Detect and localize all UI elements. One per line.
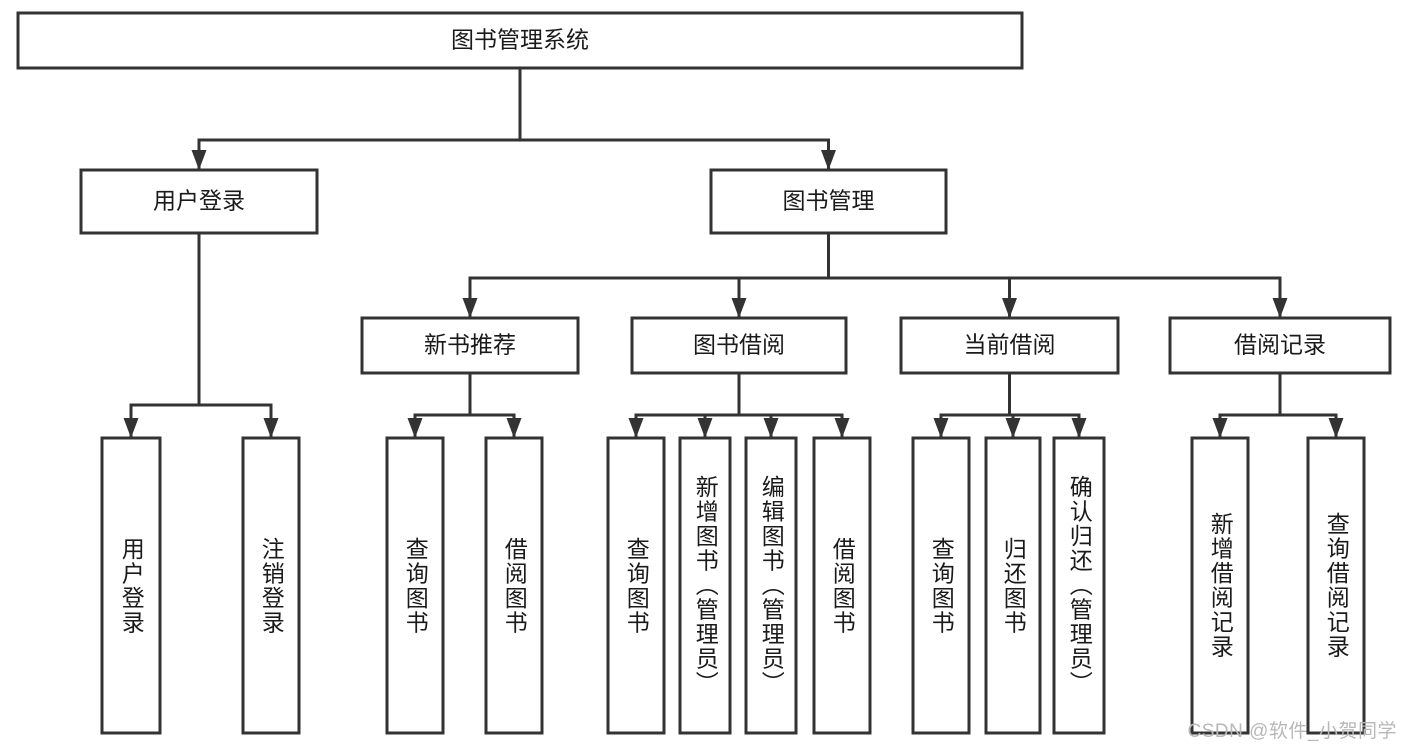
node-label-book-manage: 图书管理 (783, 188, 875, 214)
arrow-head-book-manage-to-new-book-rec (462, 298, 478, 318)
node-box-current-borrow[interactable] (899, 316, 1120, 375)
arrow-head-book-manage-to-current-borrow (1002, 298, 1017, 318)
watermark-text: CSDN @软件_小贺同学 (1187, 721, 1397, 742)
node-box-leaf-return-book[interactable] (984, 436, 1042, 735)
node-label-root: 图书管理系统 (451, 27, 589, 53)
arrow-head-borrow-record-to-leaf-query-record (1328, 418, 1344, 438)
arrow-head-book-borrow-to-leaf-edit-book (763, 418, 779, 438)
node-box-layer (16, 11, 1392, 735)
node-box-new-book-rec[interactable] (360, 316, 580, 375)
node-box-book-borrow[interactable] (630, 316, 848, 375)
arrow-head-user-login-to-leaf-user-login (123, 418, 139, 438)
node-label-user-login: 用户登录 (153, 188, 245, 214)
node-box-leaf-query-record[interactable] (1306, 436, 1366, 735)
node-box-leaf-add-book[interactable] (678, 436, 732, 735)
arrow-head-book-borrow-to-leaf-add-book (697, 418, 713, 438)
arrow-head-book-borrow-to-leaf-borrow-book-2 (834, 418, 850, 438)
arrow-head-current-borrow-to-leaf-confirm-return (1071, 418, 1087, 438)
arrow-head-user-login-to-leaf-user-logout (263, 418, 279, 438)
node-box-leaf-query-book-3[interactable] (911, 436, 971, 735)
node-label-new-book-rec: 新书推荐 (424, 332, 516, 358)
arrow-head-book-manage-to-book-borrow (731, 298, 747, 318)
node-box-leaf-borrow-book-1[interactable] (484, 436, 544, 735)
arrow-head-book-manage-to-borrow-record (1272, 298, 1288, 318)
arrow-head-current-borrow-to-leaf-query-book-3 (933, 418, 949, 438)
arrow-head-book-borrow-to-leaf-query-book-2 (628, 418, 644, 438)
node-label-book-borrow: 图书借阅 (693, 332, 785, 358)
arrow-head-new-book-rec-to-leaf-query-book-1 (407, 418, 423, 438)
arrow-head-root-to-book-manage (821, 150, 836, 170)
node-box-leaf-add-record[interactable] (1190, 436, 1250, 735)
node-label-current-borrow: 当前借阅 (964, 332, 1056, 358)
node-box-leaf-edit-book[interactable] (744, 436, 798, 735)
arrow-head-new-book-rec-to-leaf-borrow-book-1 (506, 418, 522, 438)
node-box-book-manage[interactable] (709, 168, 948, 235)
node-box-user-login[interactable] (79, 168, 319, 235)
node-box-leaf-query-book-2[interactable] (606, 436, 666, 735)
arrow-head-current-borrow-to-leaf-return-book (1005, 418, 1021, 438)
arrow-head-borrow-record-to-leaf-add-record (1212, 418, 1228, 438)
node-box-leaf-user-login[interactable] (100, 436, 162, 735)
arrow-head-root-to-user-login (191, 150, 207, 170)
node-box-root[interactable] (16, 11, 1024, 70)
node-box-leaf-borrow-book-2[interactable] (812, 436, 872, 735)
connector-layer (123, 66, 1344, 440)
node-box-leaf-user-logout[interactable] (241, 436, 301, 735)
node-box-leaf-query-book-1[interactable] (385, 436, 445, 735)
node-box-leaf-confirm-return[interactable] (1052, 436, 1106, 735)
node-box-borrow-record[interactable] (1168, 316, 1392, 375)
node-label-borrow-record: 借阅记录 (1234, 332, 1326, 358)
